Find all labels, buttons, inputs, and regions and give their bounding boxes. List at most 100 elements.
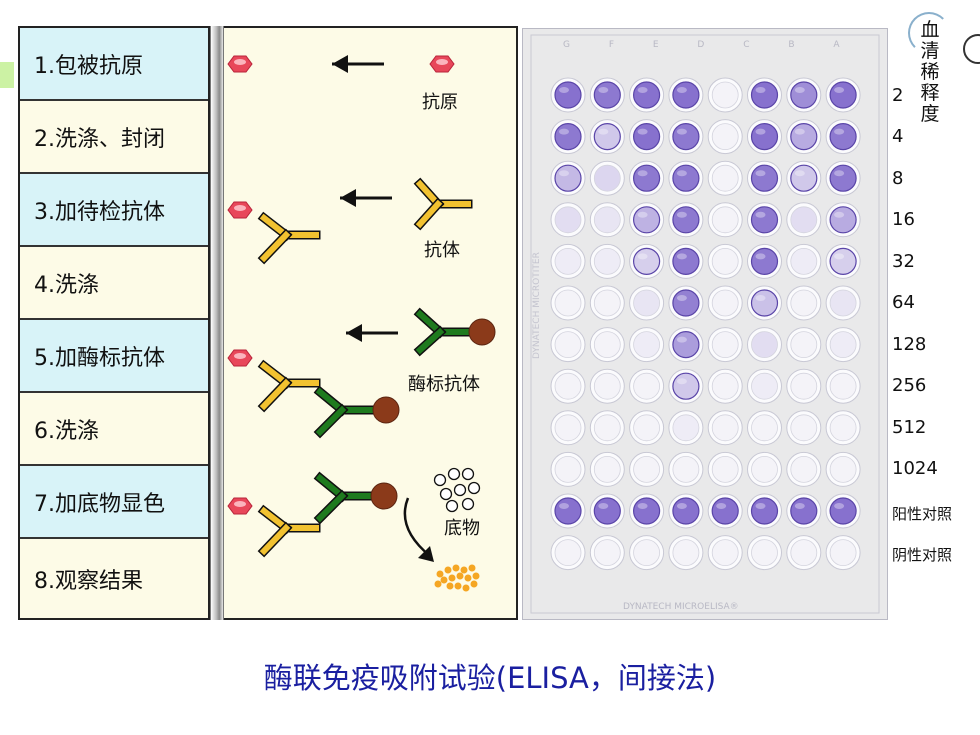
- plate-well: [711, 206, 739, 234]
- well-highlight: [676, 336, 687, 343]
- well-highlight: [637, 128, 648, 135]
- well-highlight: [676, 211, 687, 218]
- antigen-icon: [227, 349, 253, 367]
- plate-well: [790, 164, 818, 192]
- plate-well: [829, 331, 857, 359]
- substrate-icon: [433, 467, 481, 513]
- plate-well: [829, 372, 857, 400]
- plate-well: [829, 247, 857, 275]
- well-highlight: [559, 170, 569, 177]
- positive-control-label: 阳性对照: [892, 505, 953, 523]
- antigen-icon: [429, 55, 455, 73]
- substrate-label: 底物: [444, 518, 480, 539]
- plate-well: [711, 455, 739, 483]
- plate-well: [593, 81, 621, 109]
- enzyme-antibody-icon: [313, 385, 400, 439]
- well-highlight: [598, 503, 609, 509]
- plate-well: [633, 455, 660, 483]
- plate-well: [711, 289, 739, 317]
- plate-wells: G F E D C B A DYNATECH MICROTITER DYNATE…: [530, 34, 880, 614]
- plate-well: [672, 164, 700, 192]
- step-7: 7.加底物显色: [20, 466, 208, 539]
- well-highlight: [559, 128, 569, 135]
- well-highlight: [676, 295, 687, 301]
- plate-well: [672, 497, 700, 525]
- plate-side-text: DYNATECH MICROTITER: [532, 252, 542, 359]
- plate-well: [750, 206, 779, 234]
- plate-well: [632, 206, 661, 234]
- plate-well: [672, 247, 700, 275]
- enzyme-antibody-label: 酶标抗体: [408, 374, 480, 395]
- plate-well: [554, 497, 582, 525]
- page-caption: 酶联免疫吸附试验(ELISA，间接法): [263, 661, 717, 695]
- plate-well: [790, 331, 818, 359]
- plate-well: [593, 497, 621, 525]
- plate-well: [633, 289, 660, 317]
- plate-well: [751, 331, 778, 359]
- well-highlight: [834, 253, 845, 260]
- well-highlight: [755, 503, 766, 509]
- dilution-label: 64: [892, 292, 915, 313]
- arrow-icon: [344, 322, 400, 344]
- plate-well: [633, 331, 660, 359]
- step-2: 2.洗涤、封闭: [20, 101, 208, 174]
- arrow-icon: [330, 53, 386, 75]
- well-highlight: [637, 170, 648, 177]
- well-highlight: [676, 378, 687, 385]
- negative-control-label: 阴性对照: [892, 546, 953, 564]
- well-highlight: [559, 503, 569, 509]
- plate-well: [711, 497, 739, 525]
- enzyme-antibody-icon: [313, 471, 398, 525]
- dilution-label: 16: [892, 209, 915, 230]
- plate-well: [593, 289, 621, 317]
- plate-well: [554, 331, 582, 359]
- dilution-label: 2: [892, 85, 904, 106]
- plate-well: [593, 414, 621, 442]
- mechanism-panel: 抗原 抗体 酶标抗体 底物: [224, 26, 518, 620]
- well-highlight: [676, 170, 687, 177]
- well-highlight: [834, 170, 845, 177]
- plate-well: [711, 81, 739, 109]
- plate-well: [672, 372, 700, 400]
- step-5: 5.加酶标抗体: [20, 320, 208, 393]
- corner-decoration: [908, 12, 950, 54]
- plate-well: [829, 289, 857, 317]
- plate-well: [632, 497, 661, 525]
- well-highlight: [794, 170, 805, 177]
- plate-well: [554, 372, 582, 400]
- antibody-icon: [257, 359, 321, 413]
- plate-well: [672, 289, 700, 317]
- well-highlight: [794, 503, 805, 509]
- plate-well: [751, 414, 778, 442]
- well-highlight: [637, 211, 648, 218]
- dilution-label: 128: [892, 334, 927, 355]
- plate-well: [593, 331, 621, 359]
- plate-well: [751, 455, 778, 483]
- curved-arrow-icon: [403, 497, 431, 557]
- plate-well: [554, 206, 582, 234]
- step-list: 1.包被抗原 2.洗涤、封闭 3.加待检抗体 4.洗涤 5.加酶标抗体 6.洗涤…: [18, 26, 210, 620]
- plate-well: [672, 331, 700, 359]
- well-highlight: [716, 503, 727, 509]
- serum-dilution-title: 血清稀释度: [920, 19, 940, 125]
- plate-well: [790, 372, 818, 400]
- antibody-icon: [257, 211, 321, 265]
- well-highlight: [598, 128, 609, 135]
- well-highlight: [676, 253, 687, 260]
- well-highlight: [637, 503, 648, 509]
- plate-well: [632, 247, 661, 275]
- plate-well: [711, 331, 739, 359]
- well-highlight: [559, 87, 569, 93]
- plate-well: [790, 455, 818, 483]
- dilution-label: 8: [892, 168, 904, 189]
- plate-bottom-text: DYNATECH MICROELISA®: [623, 602, 739, 612]
- step-6: 6.洗涤: [20, 393, 208, 466]
- antigen-icon: [227, 55, 253, 73]
- elisa-plate: G F E D C B A DYNATECH MICROTITER DYNATE…: [522, 28, 888, 620]
- plate-well: [554, 539, 582, 566]
- plate-well: [672, 455, 700, 483]
- plate-well: [790, 122, 818, 151]
- plate-well: [554, 289, 582, 317]
- plate-well: [829, 81, 857, 109]
- plate-well: [672, 539, 700, 566]
